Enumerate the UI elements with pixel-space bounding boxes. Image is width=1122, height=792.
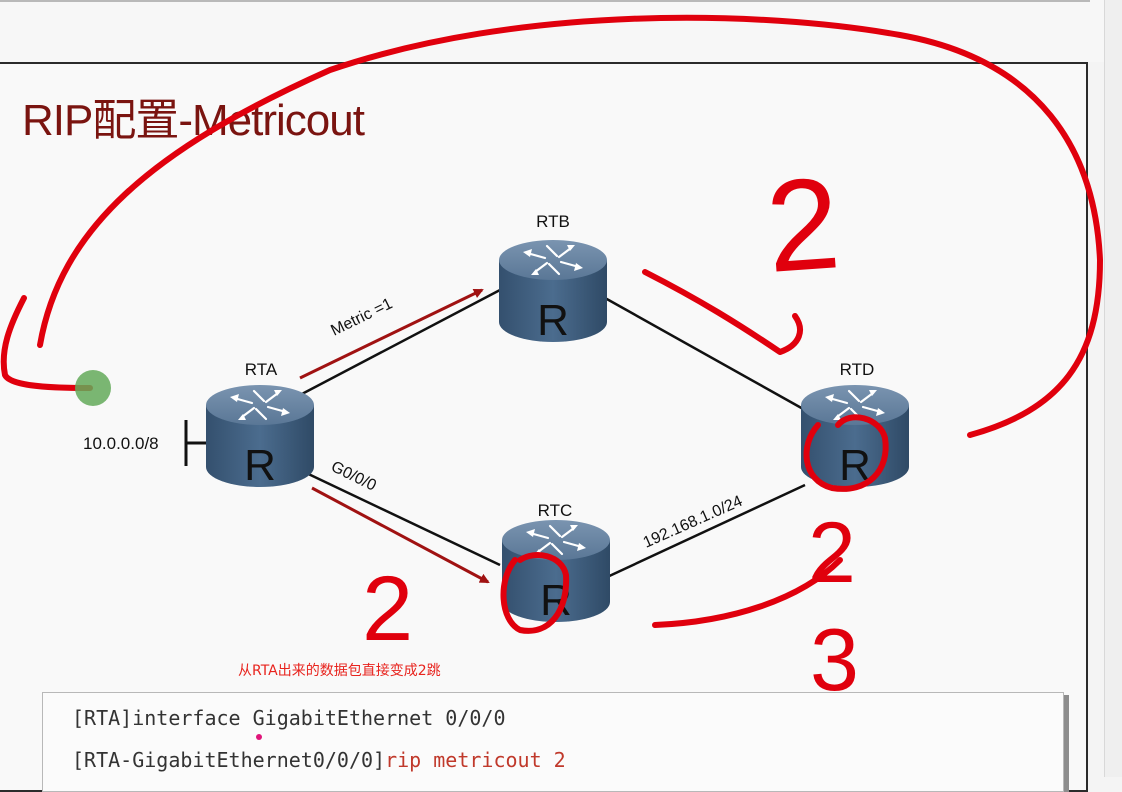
arrow-to-cursor-stroke: [0, 295, 93, 391]
path-arrow: [311, 486, 490, 584]
handwritten-annotations: [0, 14, 1103, 634]
router-rtc[interactable]: R: [500, 518, 612, 625]
router-glyph: R: [244, 441, 276, 490]
hop-rtd-upper: 2: [808, 505, 856, 601]
slide-title: RIP配置-Metricout: [22, 96, 365, 145]
router-rtb[interactable]: R: [497, 238, 609, 345]
pink-marker-dot: [256, 734, 262, 740]
router-rta[interactable]: R: [204, 383, 316, 490]
rtd-circle: [803, 414, 889, 492]
router-rtb-label: RTB: [536, 212, 570, 231]
cli-line-1: [RTA]interface GigabitEthernet 0/0/0: [72, 706, 506, 730]
cli-line-2: [RTA-GigabitEthernet0/0/0]rip metricout …: [72, 748, 566, 772]
router-rtd[interactable]: R: [799, 383, 911, 490]
big-loop-stroke: [37, 14, 1103, 438]
router-rta-label: RTA: [245, 360, 278, 379]
cli-command: rip metricout 2: [385, 748, 566, 772]
metric-label: Metric =1: [328, 295, 395, 339]
window-right-edge: [1104, 0, 1122, 777]
pointer-highlight: [75, 370, 111, 406]
hop-rtc: 2: [362, 558, 413, 660]
network-label: 10.0.0.0/8: [83, 434, 159, 453]
top-strip: [0, 0, 1122, 62]
link-rtb-rtd: [604, 296, 806, 412]
hop-rtb: 2: [762, 149, 844, 300]
router-rtc-label: RTC: [538, 501, 573, 520]
cli-command: interface GigabitEthernet 0/0/0: [132, 706, 506, 730]
link-rta-rtb: [299, 288, 501, 397]
rtc-circle: [500, 552, 570, 634]
metric-arrow: [299, 288, 484, 380]
top-divider: [0, 0, 1090, 2]
red-note: 从RTA出来的数据包直接变成2跳: [238, 663, 441, 679]
link-rta-rtc: [299, 468, 501, 567]
link-rtc-rtd: [604, 483, 806, 580]
router-glyph: R: [537, 296, 569, 345]
subnet-label: 192.168.1.0/24: [641, 493, 746, 552]
cli-prompt: [RTA]: [72, 706, 133, 730]
cli-prompt: [RTA-GigabitEthernet0/0/0]: [72, 748, 386, 772]
cli-box: [42, 692, 1064, 792]
interface-label: G0/0/0: [328, 458, 379, 494]
rtc-rtd-curve: [652, 557, 843, 628]
router-rtd-label: RTD: [840, 360, 875, 379]
rtb-link-mark: [642, 269, 803, 355]
handwritten-numbers: 2 2 2 3: [362, 149, 859, 709]
